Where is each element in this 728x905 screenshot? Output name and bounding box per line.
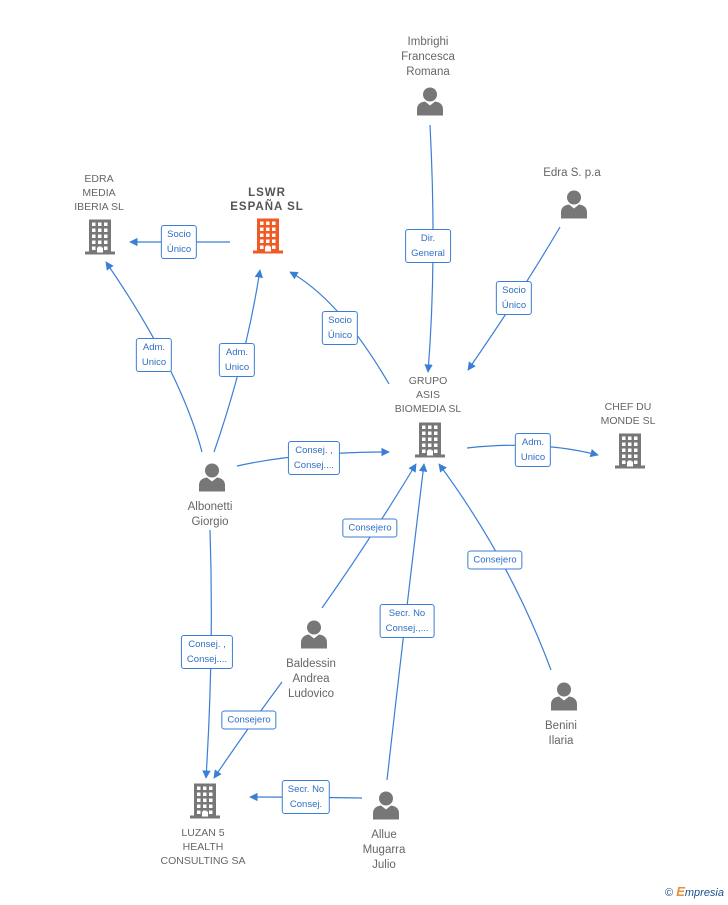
- person-icon[interactable]: [415, 86, 445, 121]
- empresia-brand: © Empresia: [665, 884, 724, 899]
- edge-label[interactable]: Socio Único: [321, 311, 359, 345]
- copyright-icon: ©: [665, 887, 674, 899]
- building-icon[interactable]: [613, 432, 647, 475]
- node-label-allue[interactable]: Allue Mugarra Julio: [362, 829, 406, 871]
- edge-label[interactable]: Consejero: [221, 710, 277, 730]
- edge-label[interactable]: Adm. Unico: [514, 433, 552, 467]
- edge-label[interactable]: Consejero: [467, 550, 523, 570]
- edge-label[interactable]: Dir. General: [405, 229, 451, 263]
- node-label-grupo-asis[interactable]: GRUPO ASIS BIOMEDIA SL: [394, 375, 462, 415]
- edge-baldessin-to-grupo_asis: [321, 463, 417, 609]
- edge-label[interactable]: Socio Único: [495, 281, 533, 315]
- person-icon[interactable]: [549, 681, 579, 716]
- node-label-chef[interactable]: CHEF DU MONDE SL: [600, 401, 656, 427]
- edge-label[interactable]: Consej. , Consej....: [180, 635, 234, 669]
- person-icon[interactable]: [559, 189, 589, 224]
- edge-label[interactable]: Secr. No Consej.: [281, 780, 331, 814]
- node-label-luzan[interactable]: LUZAN 5 HEALTH CONSULTING SA: [160, 827, 246, 867]
- node-label-imbrighi[interactable]: Imbrighi Francesca Romana: [401, 36, 455, 78]
- node-label-lswr[interactable]: LSWR ESPAÑA SL: [230, 187, 304, 213]
- building-icon[interactable]: [188, 782, 222, 825]
- node-label-edra-spa[interactable]: Edra S. p.a: [543, 167, 601, 179]
- edge-baldessin-to-luzan: [213, 681, 283, 779]
- edge-label[interactable]: Adm. Unico: [135, 338, 173, 372]
- edge-label[interactable]: Consejero: [342, 518, 398, 538]
- edge-label[interactable]: Consej. , Consej....: [287, 441, 341, 475]
- person-icon[interactable]: [197, 462, 227, 497]
- edge-label[interactable]: Secr. No Consej.,...: [379, 604, 435, 638]
- edge-label[interactable]: Socio Único: [160, 225, 198, 259]
- building-icon[interactable]: [251, 217, 285, 260]
- person-icon[interactable]: [299, 619, 329, 654]
- node-label-benini[interactable]: Benini Ilaria: [545, 720, 577, 747]
- person-icon[interactable]: [371, 790, 401, 825]
- building-icon[interactable]: [413, 421, 447, 464]
- edge-label[interactable]: Adm. Unico: [218, 343, 256, 377]
- node-label-baldessin[interactable]: Baldessin Andrea Ludovico: [286, 658, 336, 700]
- building-icon[interactable]: [83, 218, 117, 261]
- node-label-edra-media[interactable]: EDRA MEDIA IBERIA SL: [74, 173, 124, 213]
- node-label-albonetti[interactable]: Albonetti Giorgio: [187, 501, 233, 528]
